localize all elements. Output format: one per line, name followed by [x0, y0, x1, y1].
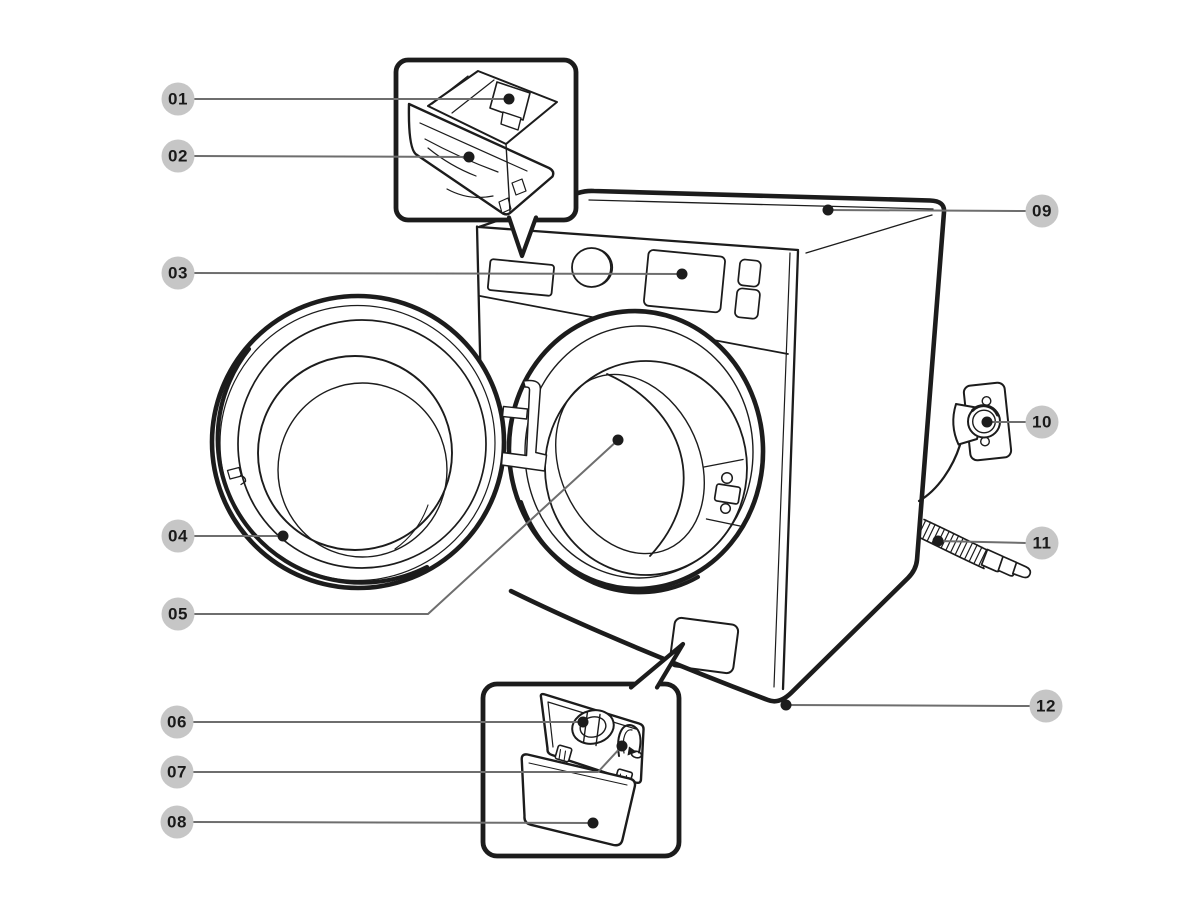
callout-badge-08: 08 — [160, 805, 194, 839]
callout-badge-04: 04 — [161, 519, 195, 553]
power-cord — [917, 443, 962, 503]
cycle-knob — [571, 247, 612, 288]
inset-pointer-bottom — [628, 641, 686, 690]
callout-badge-11: 11 — [1025, 526, 1059, 560]
washer-body — [475, 188, 947, 704]
callout-badge-01: 01 — [161, 82, 195, 116]
open-door — [209, 293, 507, 591]
detergent-drawer-drawing — [407, 70, 558, 216]
inset-pointer-top — [506, 215, 539, 259]
control-panel — [486, 247, 762, 320]
door-latch-icon — [226, 466, 247, 486]
pump-filter-inset — [480, 641, 686, 859]
power-plug — [917, 381, 1013, 503]
callout-badge-02: 02 — [161, 139, 195, 173]
display-screen — [643, 249, 726, 314]
callout-badge-03: 03 — [161, 256, 195, 290]
callout-badge-05: 05 — [161, 597, 195, 631]
panel-button-top — [737, 258, 762, 288]
callout-badge-12: 12 — [1029, 689, 1063, 723]
callout-badge-06: 06 — [160, 705, 194, 739]
callout-badge-07: 07 — [160, 755, 194, 789]
detergent-drawer-inset — [393, 57, 579, 259]
drain-hose — [916, 518, 1032, 579]
emergency-drain-tube — [617, 724, 642, 757]
panel-button-bottom — [734, 287, 761, 320]
filter-access-cover — [668, 616, 740, 675]
door-hinge-brackets — [500, 379, 548, 472]
door-latch-keeper — [703, 458, 744, 527]
callout-badge-09: 09 — [1025, 194, 1059, 228]
leader-dots — [277, 93, 993, 829]
leader-lines — [192, 93, 1031, 829]
drum-opening — [506, 308, 766, 595]
dispenser-front — [486, 258, 555, 297]
callout-badge-10: 10 — [1025, 405, 1059, 439]
